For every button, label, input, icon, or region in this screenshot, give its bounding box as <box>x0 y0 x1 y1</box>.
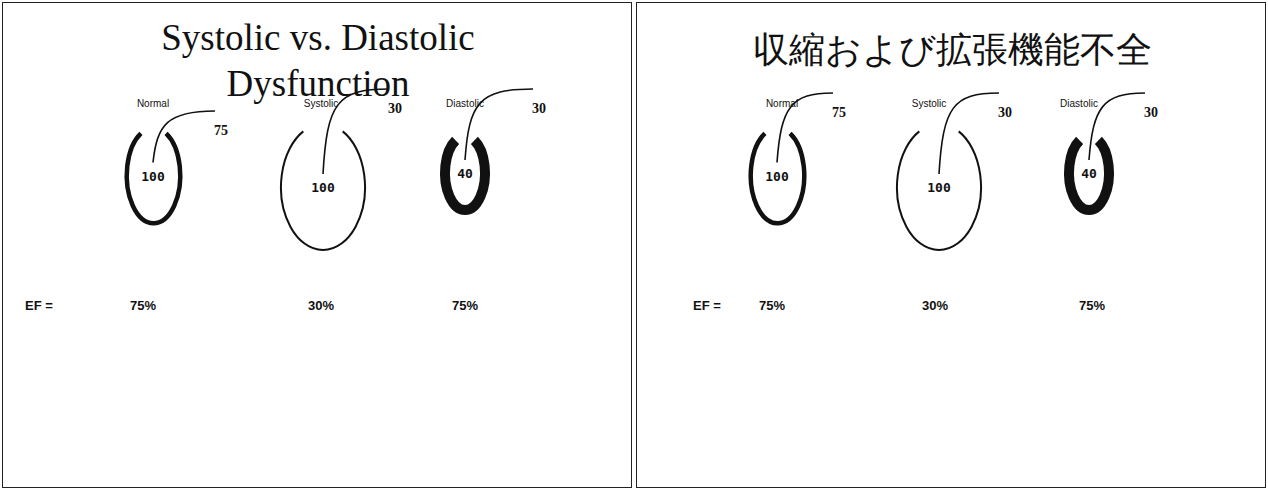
ventricle-wall <box>1069 140 1109 210</box>
text-label: Normal <box>137 98 169 109</box>
ventricle-shape: 40 <box>1054 121 1124 225</box>
text-label: Diastolic <box>1060 98 1098 109</box>
text-label: 30% <box>922 298 948 313</box>
slide-title: 収縮および拡張機能不全 <box>692 28 1212 73</box>
text-label: 30% <box>308 298 334 313</box>
panel-frame: Systolic vs. Diastolic DysfunctionNormal… <box>2 2 632 488</box>
ventricle-shape: 100 <box>744 121 811 230</box>
text-label: Systolic <box>304 98 338 109</box>
text-label: EF = <box>693 298 721 313</box>
text-label: Systolic <box>912 98 946 109</box>
ventricle-shape: 100 <box>278 121 368 253</box>
text-label: 75% <box>759 298 785 313</box>
ventricle-wall <box>281 131 365 250</box>
slide-title: Systolic vs. Diastolic Dysfunction <box>128 15 508 108</box>
text-label: 75 <box>832 105 846 121</box>
ventricle-wall <box>126 133 180 223</box>
text-label: EF = <box>25 298 53 313</box>
volume-number: 100 <box>141 168 164 183</box>
text-label: Normal <box>766 98 798 109</box>
text-label: 75% <box>452 298 478 313</box>
volume-number: 100 <box>765 168 788 183</box>
text-label: 30 <box>998 105 1012 121</box>
ventricle-shape: 40 <box>430 121 500 225</box>
text-label: 75 <box>214 123 228 139</box>
text-label: 75% <box>130 298 156 313</box>
ventricle-wall <box>897 131 981 250</box>
volume-number: 40 <box>457 166 473 181</box>
volume-number: 100 <box>927 180 950 195</box>
text-label: Diastolic <box>446 98 484 109</box>
leader-line <box>153 111 215 163</box>
panel-frame: 収縮および拡張機能不全 Normal Systolic Diastolic 100 75 1… <box>636 2 1266 488</box>
volume-number: 100 <box>311 180 334 195</box>
text-label: 30 <box>388 101 402 117</box>
leader-line <box>939 93 999 174</box>
text-label: 30 <box>532 101 546 117</box>
text-label: 30 <box>1144 105 1158 121</box>
ventricle-shape: 100 <box>894 121 984 253</box>
text-label: 75% <box>1079 298 1105 313</box>
volume-number: 40 <box>1081 166 1097 181</box>
ventricle-shape: 100 <box>120 121 187 230</box>
ventricle-wall <box>445 140 485 210</box>
ventricle-wall <box>750 133 804 223</box>
